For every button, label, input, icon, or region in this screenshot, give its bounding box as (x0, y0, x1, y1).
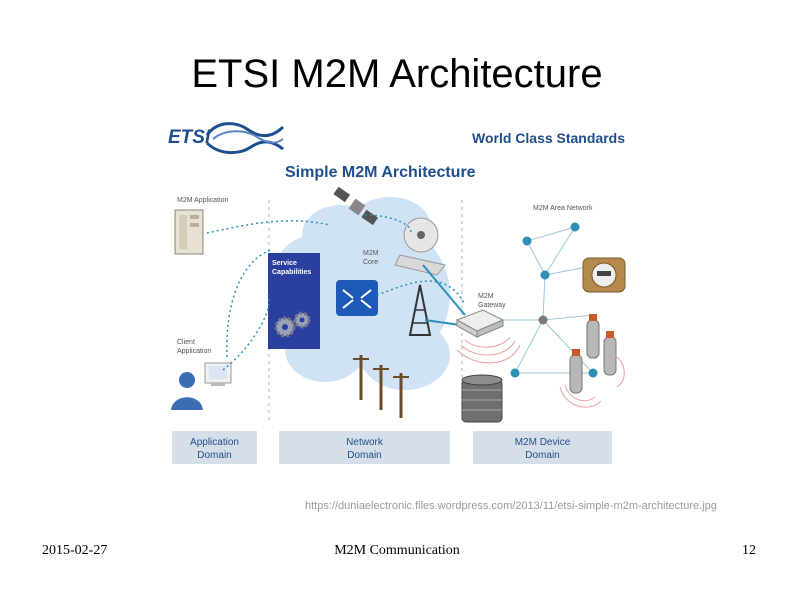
m2m-area-network-label: M2M Area Network (533, 205, 593, 212)
mesh-node (538, 315, 548, 325)
network-domain-label-1: Network (346, 437, 384, 448)
device-domain-label-2: Domain (525, 450, 559, 461)
gateway-signal-waves (456, 336, 521, 364)
m2m-application-server-icon (174, 209, 204, 255)
mesh-node (522, 236, 532, 246)
service-capabilities-box (268, 253, 320, 349)
satellite-icon (333, 186, 379, 226)
application-domain-label-2: Domain (197, 450, 231, 461)
architecture-diagram: ETSI World Class Standards Simple M2M Ar… (168, 122, 626, 464)
page-number: 12 (742, 543, 756, 558)
gas-cylinders-icon (569, 314, 617, 394)
mesh-node (588, 368, 598, 378)
etsi-logo: ETSI (168, 122, 285, 154)
m2m-gateway-icon (455, 309, 505, 338)
application-domain-label-1: Application (190, 437, 239, 448)
service-capabilities-label-2: Capabilities (272, 269, 311, 276)
dish-gateway-link (422, 264, 466, 316)
mesh-node (570, 222, 580, 232)
utility-meter-icon (582, 257, 626, 293)
footer-title: M2M Communication (334, 543, 460, 558)
device-domain-label-1: M2M Device (515, 437, 571, 448)
client-application-label-2: Application (177, 348, 211, 355)
client-network-link (222, 294, 271, 371)
satellite-dish-link (364, 214, 412, 234)
client-application-label-1: Client (177, 339, 195, 346)
device-signal-waves (559, 354, 625, 408)
user-icon (171, 372, 203, 410)
network-domain-box (279, 431, 450, 464)
m2m-core-label-1: M2M (363, 250, 379, 257)
router-icon (336, 280, 378, 316)
area-network-nodes (510, 222, 598, 378)
m2m-gateway-label-2: Gateway (478, 302, 506, 309)
radio-tower-icon (408, 284, 432, 336)
client-computer-icon (204, 362, 232, 386)
device-domain-box (473, 431, 612, 464)
service-capabilities-label-1: Service (272, 260, 297, 267)
application-domain-box (172, 431, 257, 464)
footer-date: 2015-02-27 (42, 543, 108, 558)
diagram-heading: Simple M2M Architecture (285, 164, 476, 181)
mesh-node (540, 270, 550, 280)
m2m-core-label-2: Core (363, 259, 378, 266)
gears-icon (274, 311, 311, 338)
mesh-node (510, 368, 520, 378)
m2m-application-label: M2M Application (177, 197, 228, 204)
architecture-figure: ETSI World Class Standards Simple M2M Ar… (165, 115, 630, 470)
area-network-mesh (503, 226, 598, 374)
tower-gateway-link (424, 319, 461, 326)
utility-poles-icon (353, 355, 409, 418)
satellite-dish-icon (394, 217, 446, 276)
storage-tank-icon (461, 374, 503, 423)
source-url: https://duniaelectronic.files.wordpress.… (305, 500, 717, 512)
etsi-logo-text: ETSI (168, 127, 211, 148)
slide-title: ETSI M2M Architecture (191, 52, 603, 96)
m2m-gateway-label-1: M2M (478, 293, 494, 300)
network-domain-label-2: Domain (347, 450, 381, 461)
tagline: World Class Standards (472, 130, 625, 146)
